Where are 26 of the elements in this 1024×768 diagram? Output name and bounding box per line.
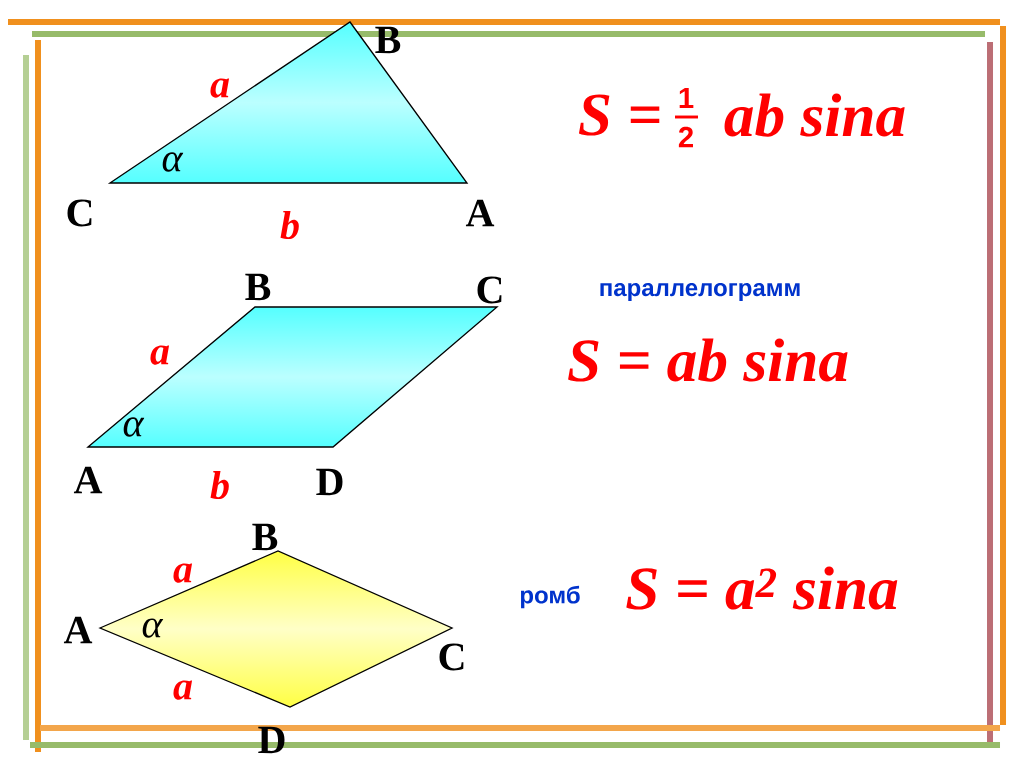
angle-letter: α: [123, 417, 145, 437]
side-letter: a: [173, 680, 193, 700]
vertex-letter: C: [477, 276, 502, 304]
side-letter: b: [280, 210, 299, 240]
formula: S = a$^{2}$ sina: [626, 566, 898, 610]
vertex-letter: A: [73, 466, 103, 494]
vertex-letter: A: [465, 199, 495, 227]
angle-letter: α: [162, 152, 184, 172]
vertex-letter: B: [245, 273, 271, 301]
side-letter: a: [150, 345, 170, 365]
formula: S =: [578, 94, 660, 136]
vertex-letter: B: [252, 523, 278, 551]
side-letter: b: [210, 470, 229, 500]
vertex-letter: C: [67, 199, 92, 227]
vertex-letter: D: [316, 468, 343, 496]
vertex-letter: A: [63, 616, 93, 644]
fraction-denominator: 2: [678, 126, 693, 148]
angle-letter: α: [142, 618, 164, 638]
figure-name: параллелограмм: [600, 283, 800, 301]
side-letter: a: [210, 78, 230, 98]
figure-name: ромб: [520, 585, 580, 609]
vertex-letter: C: [439, 643, 464, 671]
formula: ab sina: [724, 93, 905, 137]
formula: S = ab sina: [568, 338, 848, 382]
fraction-numerator: 1: [679, 87, 694, 109]
side-letter: a: [173, 563, 193, 583]
